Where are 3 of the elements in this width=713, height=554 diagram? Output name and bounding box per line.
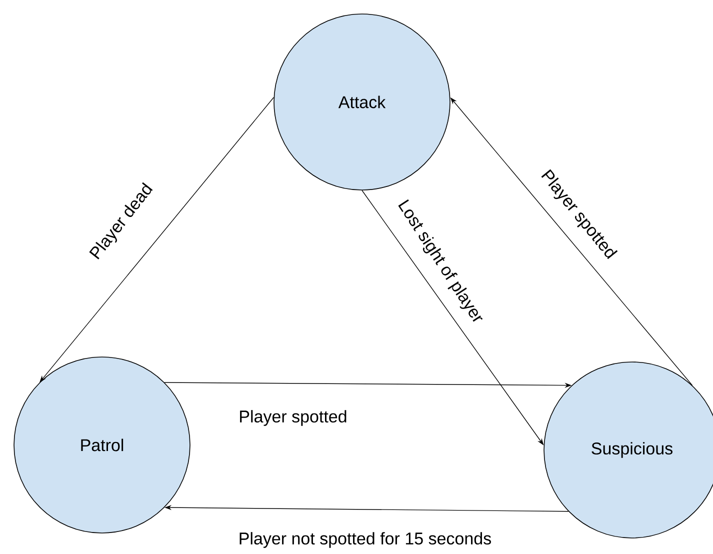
- edge-label: Player not spotted for 15 seconds: [237, 531, 493, 549]
- edge-label: Player spotted: [238, 409, 348, 427]
- arrow: [40, 97, 274, 382]
